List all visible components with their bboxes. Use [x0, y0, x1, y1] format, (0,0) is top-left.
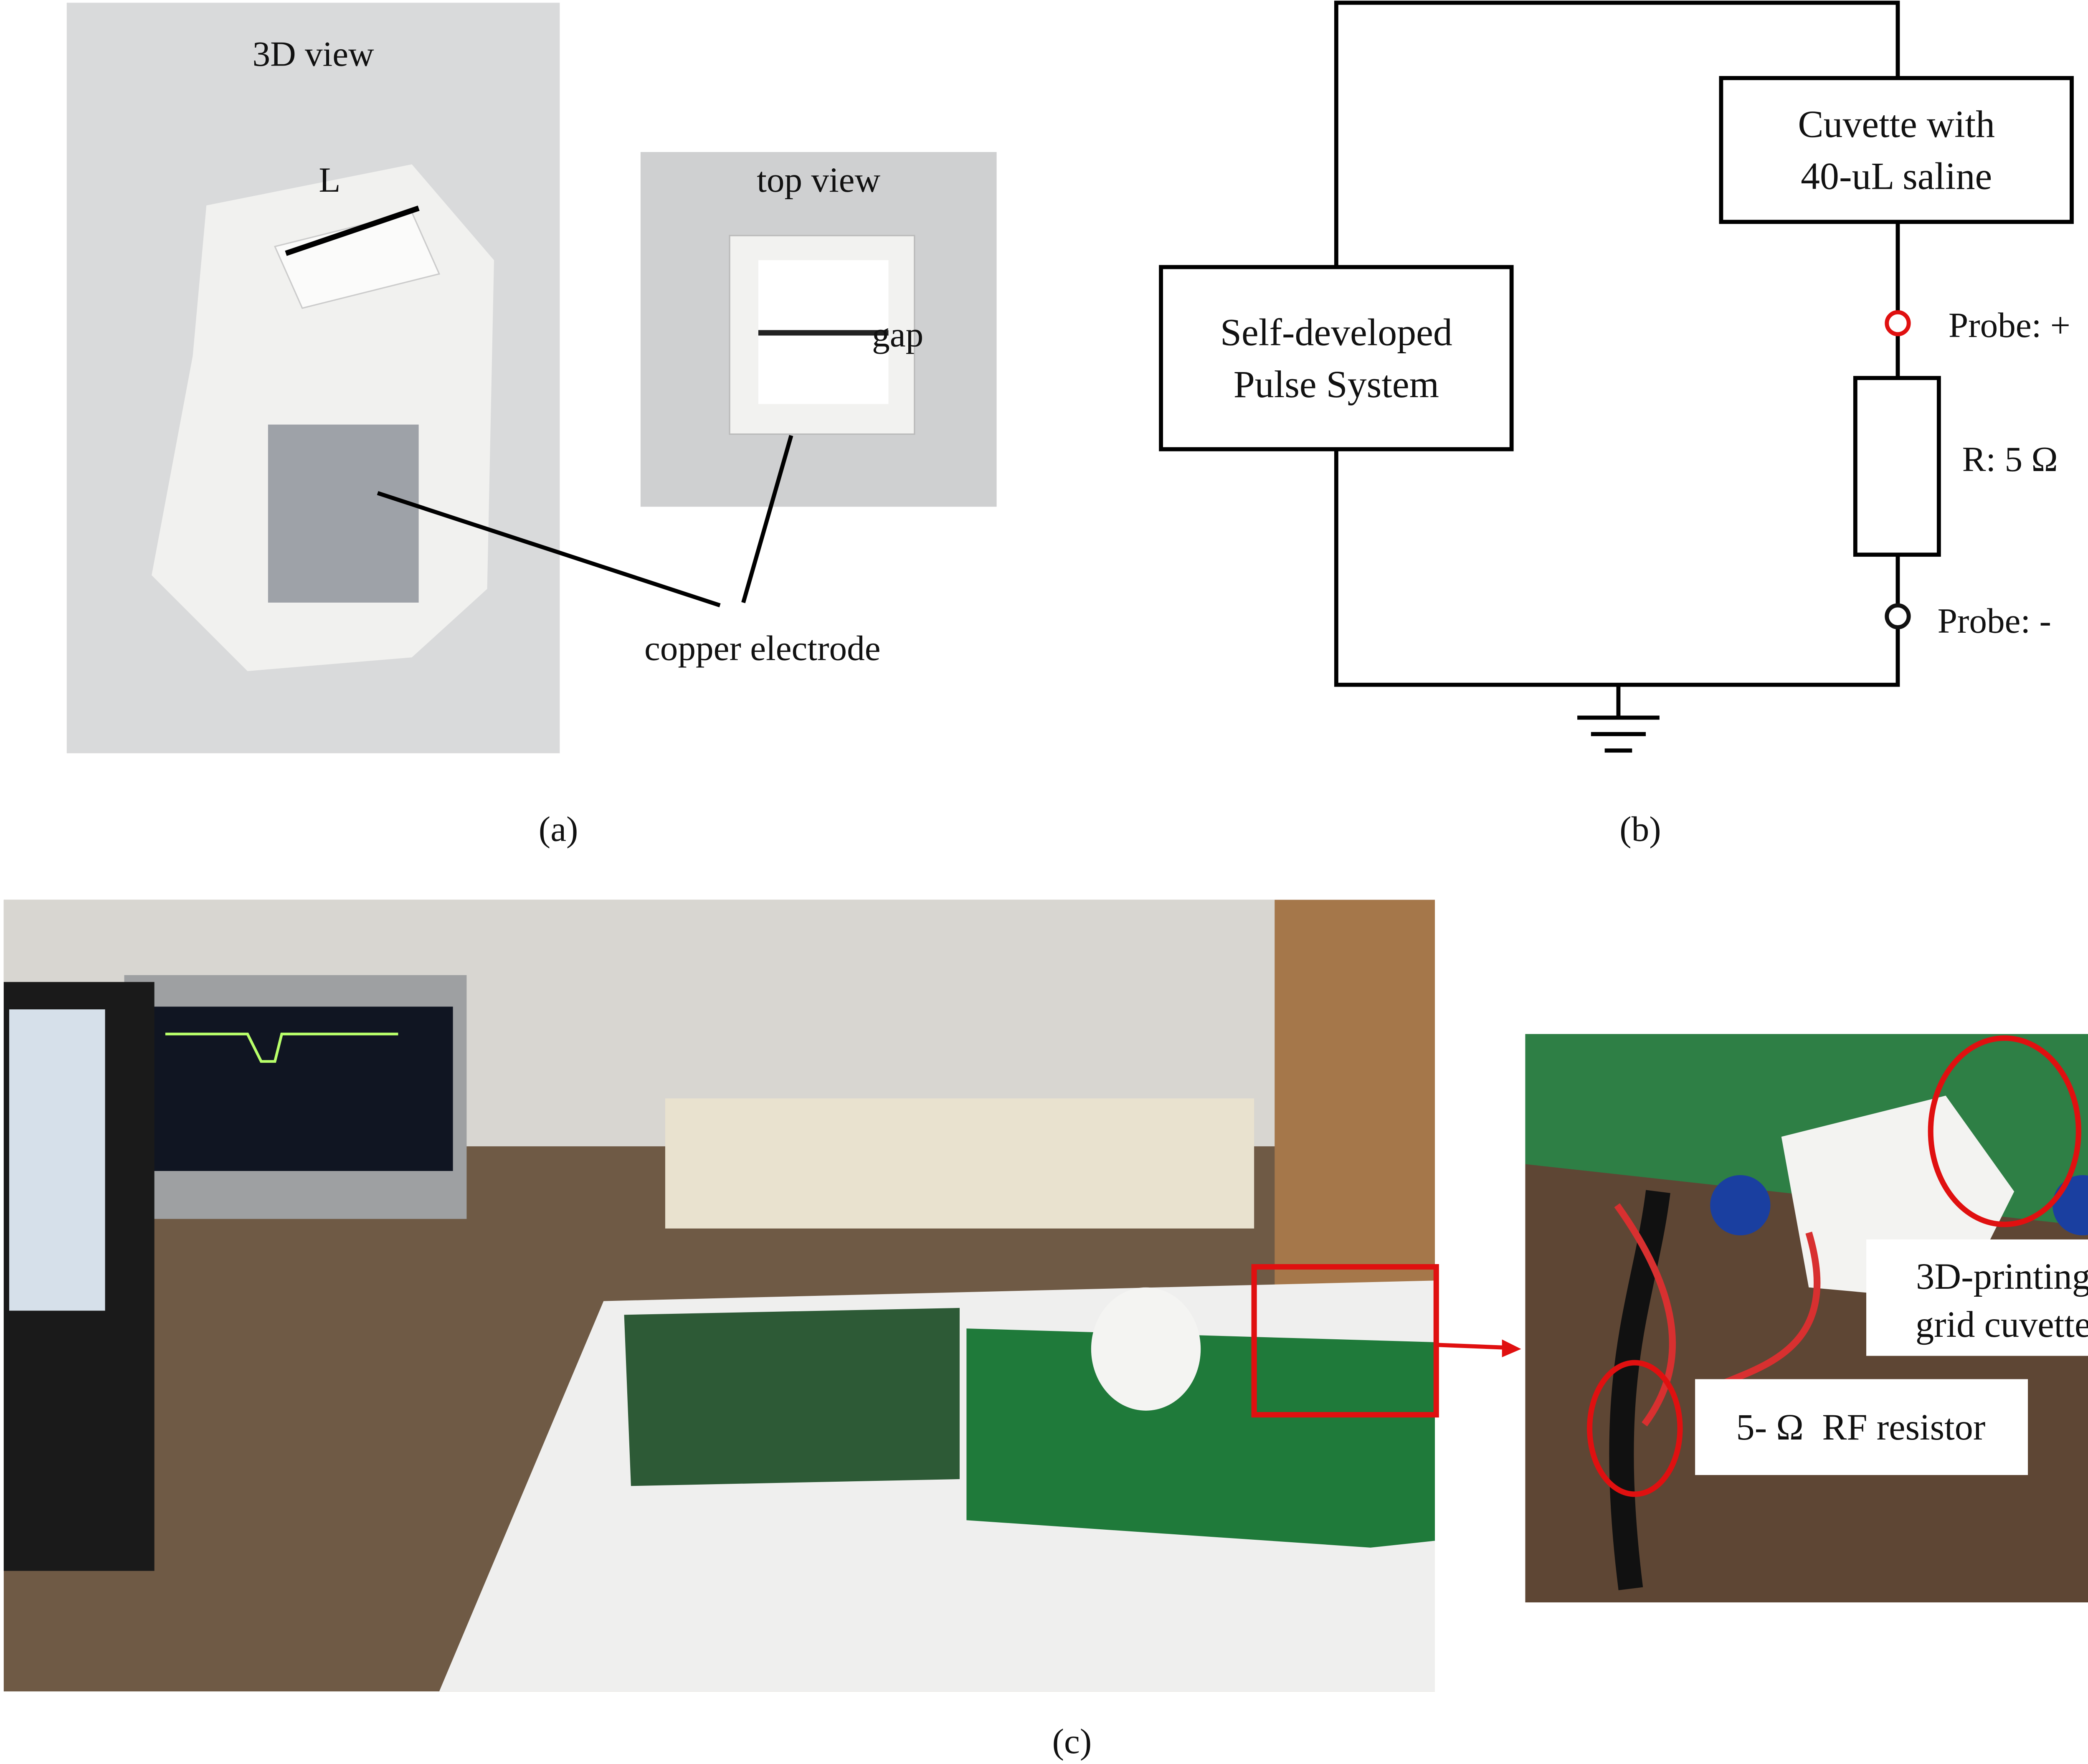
pulse-label-line2: Pulse System — [1234, 363, 1439, 406]
electrode-label: copper electrode — [644, 629, 881, 668]
resistor-highlight — [1587, 1360, 1683, 1497]
fpga-board — [624, 1308, 960, 1486]
pulse-pcb — [966, 1328, 1435, 1548]
electrode-grid — [268, 424, 419, 603]
cuvette-box — [1719, 76, 2074, 224]
photo-3d-title: 3D view — [252, 34, 374, 74]
dimension-arrow — [285, 205, 420, 256]
wire-bottom — [1334, 449, 1900, 687]
probe-minus-label: Probe: - — [1938, 601, 2051, 641]
cuvette-highlight — [1928, 1035, 2081, 1227]
cuvette-label-line1: Cuvette with — [1798, 103, 1995, 145]
power-supply — [665, 1098, 1254, 1229]
ground-icon — [1577, 684, 1660, 753]
resistor-callout-box — [1695, 1379, 2028, 1475]
cuvette-callout-line1: 3D-printing — [1916, 1256, 2088, 1297]
panel-c: 3D-printing grid cuvette 5- Ω RF resisto… — [3, 900, 2088, 1761]
highlight-box — [1251, 1264, 1439, 1418]
resistor-callout: 5- Ω RF resistor — [1736, 1407, 1985, 1448]
pulse-label-line1: Self-developed — [1220, 311, 1452, 353]
wire-top — [1334, 0, 1900, 267]
resistor-label: R: 5 Ω — [1962, 440, 2058, 479]
cuvette-callout-line2: grid cuvette — [1916, 1304, 2088, 1345]
panel-a: 3D view L top view gap copper electrode … — [66, 3, 997, 849]
panel-c-label: (c) — [1052, 1722, 1092, 1761]
callout-arrow — [1437, 1343, 1508, 1350]
panel-b-label: (b) — [1619, 810, 1661, 849]
cuvette-callout-box — [1866, 1239, 2088, 1356]
panel-a-label: (a) — [539, 810, 578, 849]
pulse-system-box — [1159, 265, 1514, 451]
cuvette-label-line2: 40-uL saline — [1801, 155, 1992, 198]
probe-plus-terminal — [1885, 310, 1911, 337]
gap-label: gap — [872, 315, 923, 355]
dimension-label: L — [319, 160, 340, 200]
panel-b: Cuvette with 40-uL saline Self-developed… — [1159, 0, 2074, 849]
probe-plus-label: Probe: + — [1949, 306, 2070, 345]
probe-minus-terminal — [1885, 603, 1911, 629]
electrode-arrows — [377, 435, 793, 608]
photo-top-title: top view — [757, 160, 880, 200]
capacitor — [1091, 1287, 1201, 1411]
resistor-symbol — [1853, 376, 1941, 557]
